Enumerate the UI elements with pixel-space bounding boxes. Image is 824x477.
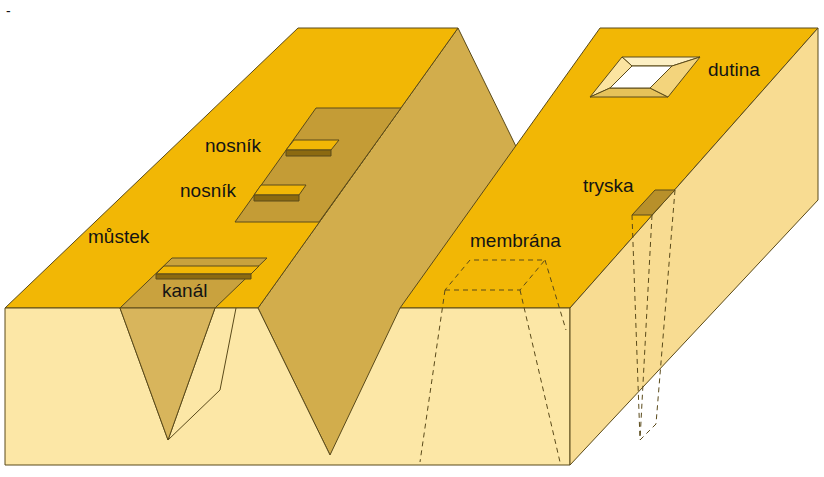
hidden-edge [640,424,656,440]
part-label: tryska [583,175,634,197]
channel-floor [220,308,236,390]
hidden-edge [545,260,566,330]
hidden-edge [656,190,675,424]
part-label: můstek [88,226,149,248]
channel-notch [120,308,215,440]
part-label: kanál [162,280,207,302]
stray-mark: - [6,0,11,22]
beam-top [254,185,306,195]
channel-floor [168,390,220,440]
part-label: dutina [708,59,760,81]
front-face [5,308,570,465]
channel-opening [120,258,267,308]
part-label: nosník [180,180,236,202]
membrane-outline [445,260,545,290]
hidden-edge [520,290,560,462]
hidden-edge [640,215,652,440]
beam-edge [254,195,299,201]
part-label: nosník [205,135,261,157]
cavity-hole [610,66,672,88]
beam-cavity [235,108,401,222]
nozzle-opening [632,190,675,215]
hidden-edge [420,290,445,462]
part-label: membrána [470,230,561,252]
top-face [5,28,458,308]
beam-top [286,140,339,150]
side-face [570,28,818,465]
bridge-top [156,266,259,274]
bridge-edge [156,274,251,279]
hidden-edge [632,215,640,440]
beam-edge [286,150,331,156]
